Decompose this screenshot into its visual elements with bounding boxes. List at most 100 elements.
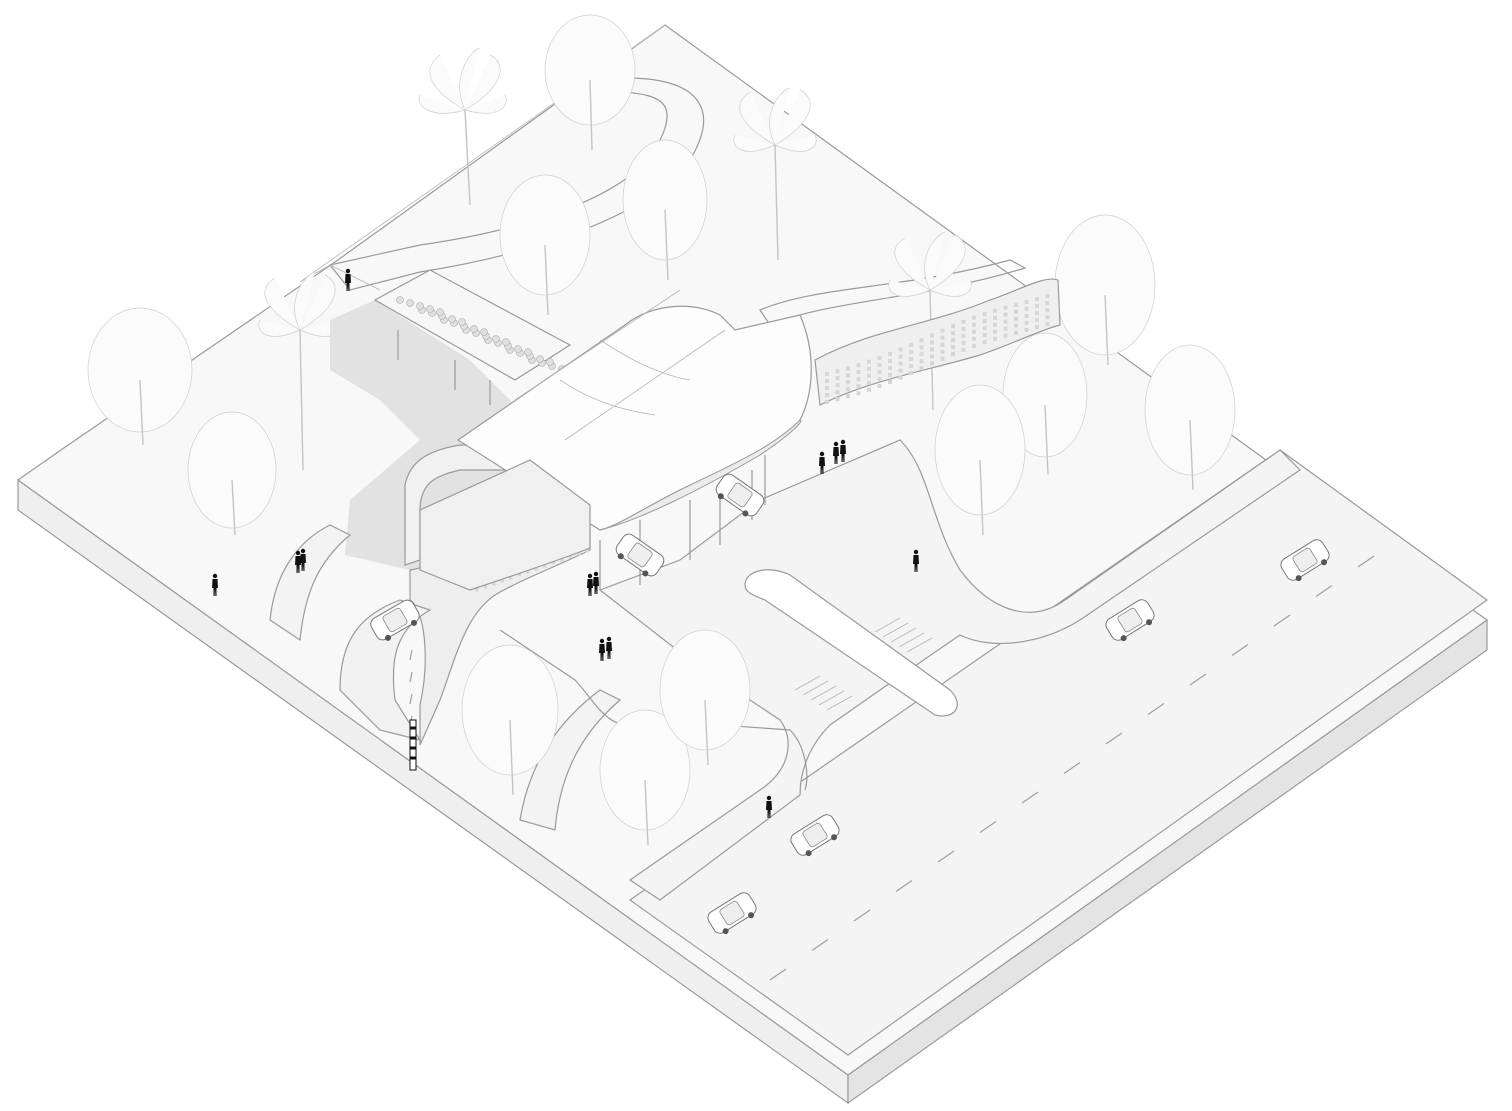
perforation-hole xyxy=(1003,305,1008,310)
perforation-hole xyxy=(909,356,913,361)
perforation-hole xyxy=(1003,312,1008,317)
perforation-hole xyxy=(1014,302,1018,307)
crosswalk-lower xyxy=(794,675,853,711)
perforation-hole xyxy=(1035,325,1039,330)
perforation-hole xyxy=(517,573,521,577)
perforation-hole xyxy=(825,386,829,390)
perforation-hole xyxy=(951,338,955,343)
pedestrian-icon xyxy=(599,638,605,661)
perforation-hole xyxy=(1024,299,1029,304)
perforation-hole xyxy=(940,356,945,361)
perforation-hole xyxy=(898,368,903,373)
tree-icon xyxy=(499,174,591,316)
median-island xyxy=(744,569,958,717)
perforation-hole xyxy=(961,340,966,345)
perforation-hole xyxy=(919,345,924,350)
perforation-hole xyxy=(867,387,871,392)
perforation-hole xyxy=(930,354,934,359)
perforation-hole xyxy=(526,570,530,574)
upper-walk-curve xyxy=(759,259,1027,326)
pedestrian-icon xyxy=(833,441,839,464)
vehicles xyxy=(370,473,1330,935)
car-icon xyxy=(1280,539,1330,582)
perforation-hole xyxy=(825,400,829,404)
perforation-hole xyxy=(1003,319,1008,324)
pergola-hole xyxy=(492,335,500,343)
perforation-hole xyxy=(1024,306,1029,311)
perforation-hole xyxy=(982,333,987,338)
perforation-hole xyxy=(585,549,589,553)
ramp-road xyxy=(339,599,432,741)
bollard xyxy=(409,719,417,771)
perforation-hole xyxy=(835,390,840,395)
lane-dash xyxy=(1063,762,1081,774)
perforation-hole xyxy=(961,326,966,331)
perforation-hole xyxy=(856,377,861,382)
pergola-hole xyxy=(426,305,434,313)
lane-dash xyxy=(1189,673,1207,686)
lane-dash xyxy=(979,821,997,833)
perforation-hole xyxy=(898,375,903,380)
palm-tree-icon xyxy=(258,271,342,471)
perforation-hole xyxy=(940,342,945,347)
tree-icon xyxy=(544,14,636,151)
perforation-hole xyxy=(909,363,913,368)
perforation-hole xyxy=(492,582,496,586)
lane-dash xyxy=(937,850,955,863)
pergola-hole xyxy=(480,328,488,336)
perforation-hole xyxy=(509,576,513,580)
pedestrians xyxy=(212,268,919,818)
perforation-hole xyxy=(972,315,976,320)
perforation-hole xyxy=(1035,318,1039,323)
tree-icon xyxy=(1002,332,1088,476)
pedestrian-icon xyxy=(295,550,301,573)
pergola-hole xyxy=(546,358,554,366)
perforation-hole xyxy=(919,338,924,343)
perforation-hole xyxy=(1014,323,1018,328)
perforation-hole xyxy=(940,349,945,354)
car-icon xyxy=(370,599,420,641)
pedestrian-icon xyxy=(587,573,593,596)
perforation-hole xyxy=(993,336,997,341)
perforation-hole xyxy=(930,340,934,345)
tree-group-back xyxy=(87,14,1236,536)
perforation-hole xyxy=(825,393,829,397)
perforation-hole xyxy=(972,343,976,348)
palm-tree-icon xyxy=(733,87,817,261)
perforation-hole xyxy=(972,329,976,334)
tree-icon xyxy=(461,644,559,796)
perforation-hole xyxy=(982,312,987,317)
pedestrian-icon xyxy=(593,571,599,594)
pergola-columns xyxy=(397,330,491,405)
perforation-hole xyxy=(867,380,871,385)
lane-markings xyxy=(409,555,1375,981)
pergola-hole xyxy=(458,318,466,326)
crosswalk-upper xyxy=(874,617,933,653)
pergola-hole xyxy=(470,325,478,333)
left-path xyxy=(269,524,352,642)
perforation-hole xyxy=(951,324,955,329)
pergola-hole xyxy=(448,315,456,323)
perforation-hole xyxy=(1035,304,1039,309)
canopy-roof-seams xyxy=(514,289,726,441)
perforation-hole xyxy=(951,345,955,350)
perforation-hole xyxy=(1045,301,1050,306)
pergola-hole xyxy=(514,345,522,353)
pedestrian-icon xyxy=(300,548,306,571)
lane-dash xyxy=(409,693,413,705)
perforation-hole xyxy=(909,349,913,354)
perforation-hole xyxy=(888,358,892,363)
perforation-hole xyxy=(877,362,882,367)
pedestrian-icon xyxy=(766,795,772,818)
canopy-wall-face xyxy=(419,459,591,591)
perforation-hole xyxy=(1024,320,1029,325)
pedestrian-icon xyxy=(819,451,825,474)
access-road xyxy=(598,439,1301,901)
perforation-hole xyxy=(835,397,840,402)
pergola-hole xyxy=(436,308,444,316)
lane-dash xyxy=(769,968,787,981)
perforation-hole xyxy=(909,370,913,375)
pergola-hole xyxy=(416,302,424,310)
tree-group-front xyxy=(461,629,751,846)
